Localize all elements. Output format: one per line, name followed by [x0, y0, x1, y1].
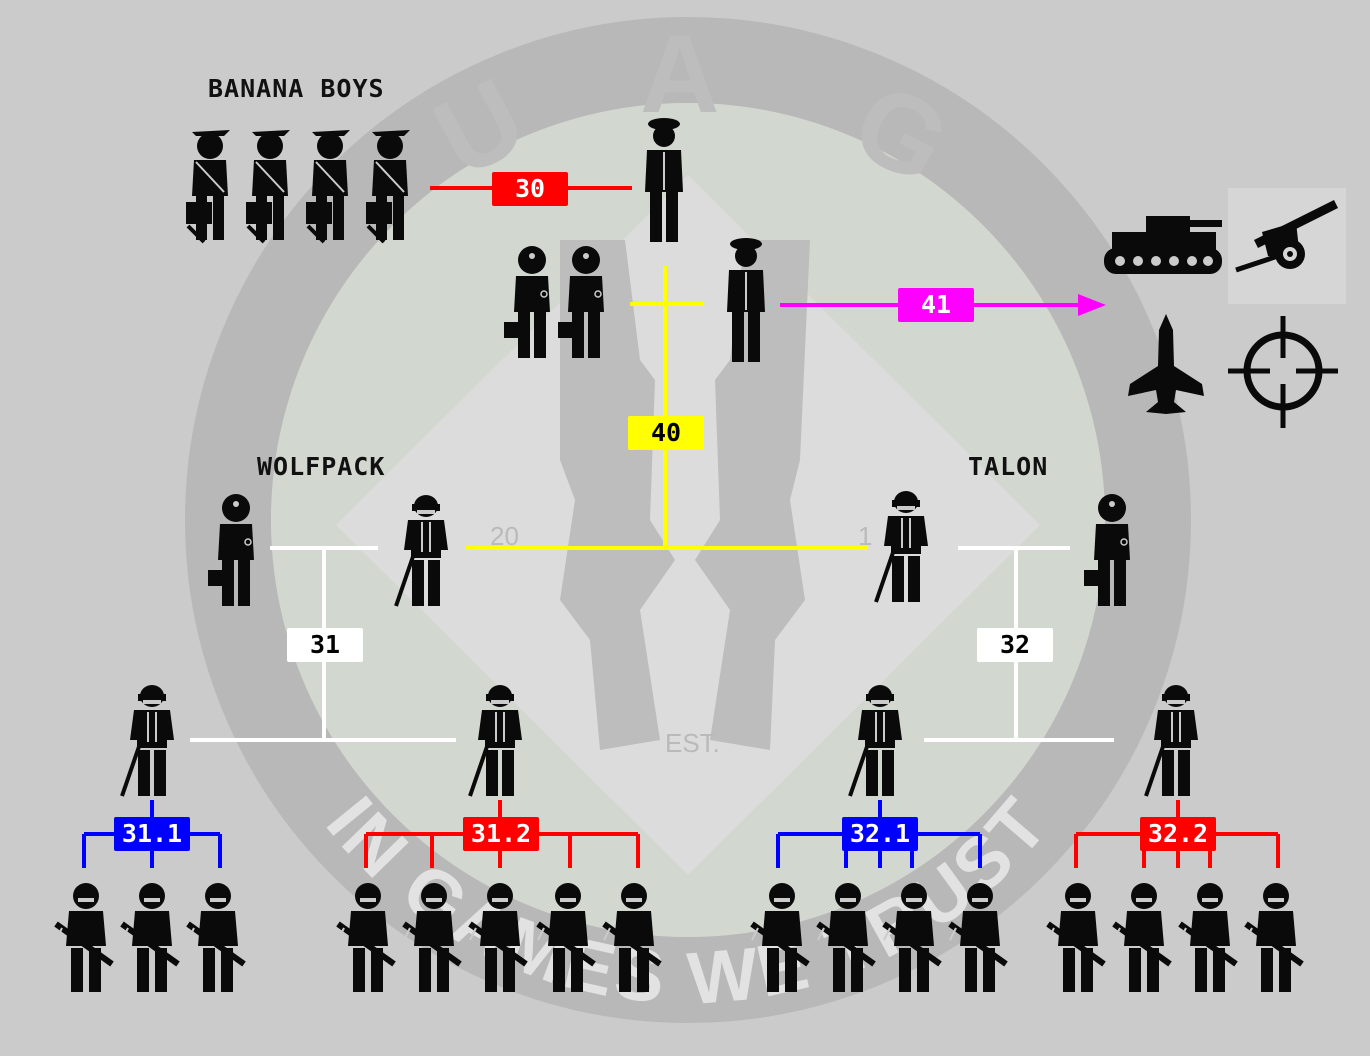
callsign-badge-30: 30 [492, 172, 568, 206]
squad-32-1-trooper [818, 883, 874, 992]
hq-medic-2 [557, 245, 605, 359]
wolfpack-medic [207, 493, 255, 607]
callsign-badge-40: 40 [628, 416, 704, 450]
callsign-badge-31-1: 31.1 [114, 817, 190, 851]
squad-32-1-trooper [950, 883, 1006, 992]
unit-title-talon: TALON [968, 452, 1049, 481]
callsign-badge-32-1: 32.1 [842, 817, 918, 851]
unit-title-wolfpack: WOLFPACK [257, 452, 386, 481]
banana-boys-gunner-2 [244, 128, 292, 244]
rifles-emblem-icon [560, 240, 810, 750]
squad-32-2-trooper [1246, 883, 1302, 992]
callsign-badge-31-2: 31.2 [463, 817, 539, 851]
squad-32-2-trooper [1114, 883, 1170, 992]
logo-est-year-right: 1 [858, 521, 872, 551]
jet-icon [1128, 314, 1204, 414]
crosshair-icon [1228, 316, 1338, 428]
banana-boys-gunner-4 [364, 128, 412, 244]
squad-31-1-leader [120, 683, 176, 798]
talon-medic [1083, 493, 1131, 607]
squad-32-1-trooper [752, 883, 808, 992]
squad-31-2-trooper [338, 883, 394, 992]
squad-32-2-leader [1144, 683, 1200, 798]
commander-officer [644, 117, 684, 243]
unit-title-banana-boys: BANANA BOYS [208, 74, 385, 103]
callsign-badge-41: 41 [898, 288, 974, 322]
artillery-icon [1228, 188, 1346, 304]
squad-31-1-trooper [122, 883, 178, 992]
callsign-badge-32-2: 32.2 [1140, 817, 1216, 851]
squad-31-1-trooper [188, 883, 244, 992]
squad-32-1-leader [848, 683, 904, 798]
banana-boys-gunner-3 [304, 128, 352, 244]
talon-leader [874, 489, 930, 604]
executive-officer [726, 237, 766, 363]
tank-icon [1104, 216, 1222, 274]
logo-letter-a: A [640, 13, 719, 136]
squad-32-2-trooper [1048, 883, 1104, 992]
squad-31-2-trooper [538, 883, 594, 992]
squad-31-1-trooper [56, 883, 112, 992]
squad-31-2-leader [468, 683, 524, 798]
squad-31-2-trooper [470, 883, 526, 992]
squad-32-2-trooper [1180, 883, 1236, 992]
callsign-badge-31: 31 [287, 628, 363, 662]
squad-31-2-trooper [404, 883, 460, 992]
hq-medic-1 [503, 245, 551, 359]
wolfpack-leader [394, 493, 450, 608]
logo-est-label: EST. [665, 728, 720, 758]
squad-32-1-trooper [884, 883, 940, 992]
banana-boys-gunner-1 [184, 128, 232, 244]
callsign-badge-32: 32 [977, 628, 1053, 662]
squad-31-2-trooper [604, 883, 660, 992]
